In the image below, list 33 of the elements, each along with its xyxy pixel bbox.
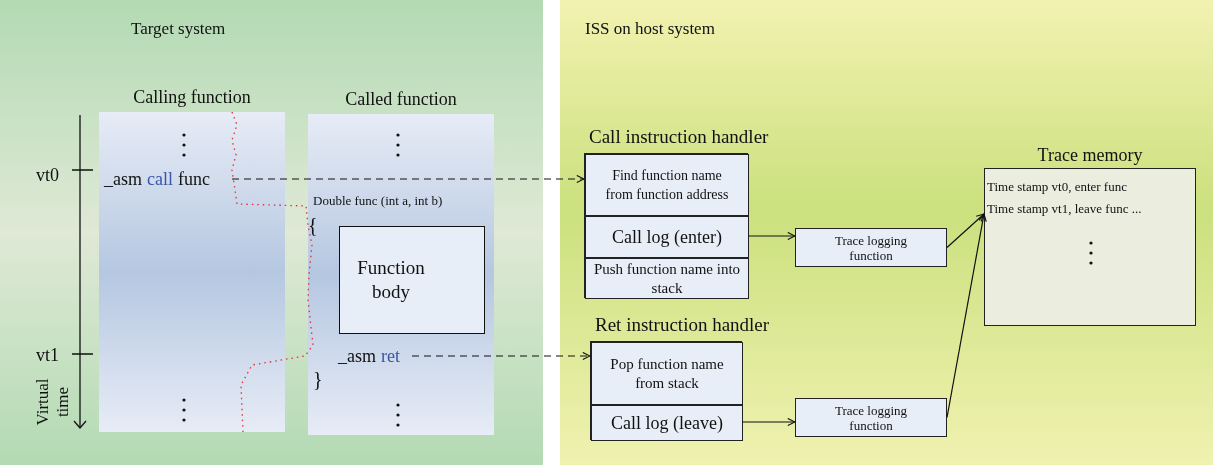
function-signature: Double func (int a, int b): [313, 192, 443, 210]
axis-label: Virtual time: [33, 377, 73, 428]
handler-heading: Ret instruction handler: [595, 313, 770, 337]
arrow: [946, 213, 985, 249]
arrow: [411, 351, 591, 361]
process-box: Trace logging function: [795, 398, 947, 437]
brace: }: [313, 367, 323, 392]
arrow: [747, 231, 796, 241]
function-body-box: Function body: [339, 226, 485, 334]
time-label: vt1: [36, 344, 59, 367]
memory-entry: Time stamp vt0, enter func: [987, 178, 1127, 196]
panel-title: ISS on host system: [585, 18, 715, 40]
arrow: [946, 213, 987, 419]
arrow: [741, 417, 796, 427]
arrow: [231, 174, 585, 184]
handler-heading: Call instruction handler: [589, 125, 769, 149]
handler-step: Find function name from function address: [585, 154, 749, 216]
process-box: Trace logging function: [795, 228, 947, 267]
memory-entry: Time stamp vt1, leave func ...: [987, 200, 1142, 218]
system-panel: [560, 0, 1213, 465]
column-heading: Called function: [344, 88, 458, 111]
handler-step: Push function name into stack: [585, 258, 749, 299]
assembly-instruction: _asm ret: [338, 344, 410, 368]
time-label: vt0: [36, 164, 59, 187]
brace: {: [308, 213, 318, 238]
panel-title: Target system: [131, 18, 226, 40]
column-heading: Calling function: [132, 86, 252, 109]
handler-step: Call log (leave): [591, 405, 743, 441]
system-panel: [0, 0, 543, 465]
assembly-instruction: _asm call func: [104, 167, 230, 191]
memory-heading: Trace memory: [1036, 144, 1144, 167]
handler-step: Call log (enter): [585, 216, 749, 258]
handler-step: Pop function name from stack: [591, 342, 743, 405]
